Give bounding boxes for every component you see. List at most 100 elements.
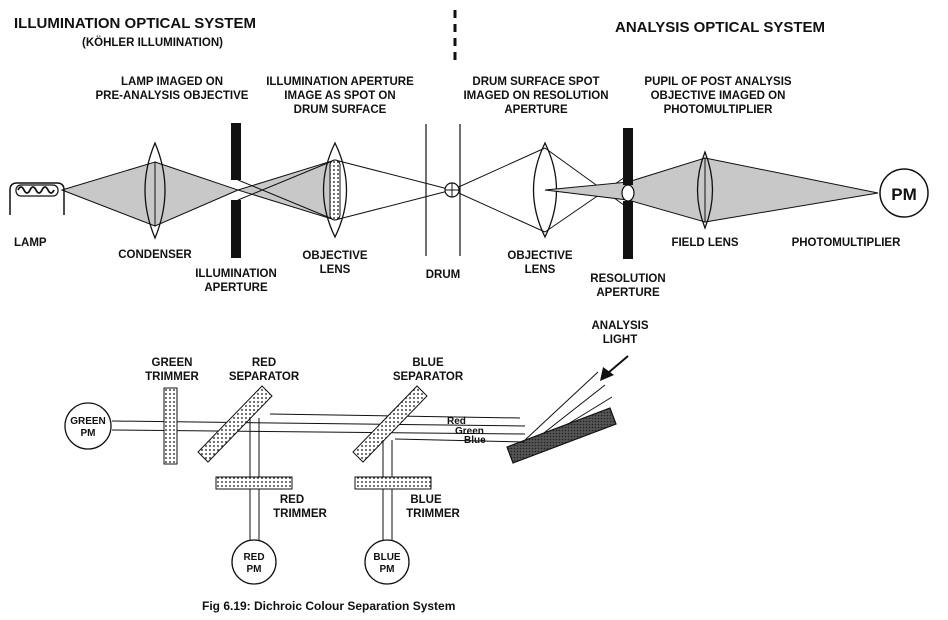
blue-trimmer-filter: [354, 476, 432, 490]
photomultiplier-icon: [879, 168, 929, 218]
objective-lens-1-icon: [322, 141, 348, 239]
red-pm-label-line2: PM: [247, 564, 262, 575]
drum-spot-icon: [444, 182, 460, 198]
blue-beam-line: [394, 438, 526, 443]
svg-text:BLUE: BLUE: [412, 357, 444, 369]
analysis-light-arrow-icon: [600, 355, 629, 381]
objective-lens-1-label: OBJECTIVE LENS: [302, 250, 368, 276]
red-trimmer-label: RED TRIMMER: [273, 494, 327, 520]
lamp-image-spot: [329, 159, 341, 221]
green-pm-label-line1: GREEN: [70, 416, 106, 427]
svg-text:APERTURE: APERTURE: [504, 104, 568, 116]
svg-text:PUPIL OF POST ANALYSIS: PUPIL OF POST ANALYSIS: [644, 76, 792, 88]
illumination-aperture-label: ILLUMINATION APERTURE: [195, 268, 277, 294]
red-separator-label: RED SEPARATOR: [229, 357, 300, 383]
svg-text:TRIMMER: TRIMMER: [273, 508, 327, 520]
resolution-aperture-bar-top: [623, 128, 633, 185]
svg-text:DRUM SURFACE SPOT: DRUM SURFACE SPOT: [472, 76, 599, 88]
ray-line: [237, 159, 336, 201]
svg-text:GREEN: GREEN: [152, 357, 193, 369]
field-lens-to-pm-cone: [704, 157, 879, 223]
illumination-system-title: ILLUMINATION OPTICAL SYSTEM: [14, 15, 256, 32]
svg-text:LAMP IMAGED ON: LAMP IMAGED ON: [121, 76, 223, 88]
lamp-label: LAMP: [14, 237, 47, 249]
condenser-converging-cone: [154, 161, 240, 227]
svg-text:RED: RED: [252, 357, 276, 369]
green-beam-line: [111, 429, 526, 435]
illumination-aperture-bar-bottom: [231, 200, 241, 258]
green-beam-label: Green: [455, 426, 484, 437]
green-pm-label-line2: PM: [81, 428, 96, 439]
red-pm-icon: [231, 539, 277, 585]
illumination-aperture-bar-top: [231, 123, 241, 180]
field-lens-icon: [696, 150, 714, 230]
photomultiplier-label: PHOTOMULTIPLIER: [792, 237, 902, 249]
callout-lamp-imaged: LAMP IMAGED ON PRE-ANALYSIS OBJECTIVE: [96, 76, 249, 102]
svg-text:LIGHT: LIGHT: [603, 334, 638, 346]
ray-line: [451, 189, 546, 233]
kohler-subtitle: (KÖHLER ILLUMINATION): [82, 36, 223, 49]
svg-text:IMAGE AS SPOT ON: IMAGE AS SPOT ON: [284, 90, 395, 102]
field-lens-label: FIELD LENS: [671, 237, 738, 249]
blue-pm-label-line1: BLUE: [373, 552, 401, 563]
red-pm-label-line1: RED: [243, 552, 264, 563]
red-separator-mirror: [197, 385, 273, 463]
drum-label: DRUM: [426, 269, 461, 281]
svg-text:TRIMMER: TRIMMER: [145, 371, 199, 383]
ray-line: [237, 179, 336, 221]
callout-illumination-aperture-image: ILLUMINATION APERTURE IMAGE AS SPOT ON D…: [266, 76, 414, 116]
resolution-aperture-bar-bottom: [623, 201, 633, 259]
svg-text:PRE-ANALYSIS OBJECTIVE: PRE-ANALYSIS OBJECTIVE: [96, 90, 249, 102]
svg-text:LENS: LENS: [525, 264, 556, 276]
svg-text:RESOLUTION: RESOLUTION: [590, 273, 665, 285]
green-trimmer-filter: [163, 387, 178, 465]
objective-lens-2-label: OBJECTIVE LENS: [507, 250, 573, 276]
analysis-light-label: ANALYSIS LIGHT: [591, 320, 648, 346]
lamp-to-condenser-cone: [60, 161, 156, 227]
svg-text:APERTURE: APERTURE: [204, 282, 268, 294]
svg-text:ILLUMINATION APERTURE: ILLUMINATION APERTURE: [266, 76, 414, 88]
svg-text:APERTURE: APERTURE: [596, 287, 660, 299]
aperture-to-objective-cone: [236, 159, 336, 221]
ray-line: [334, 189, 453, 221]
resolution-aperture-label: RESOLUTION APERTURE: [590, 273, 665, 299]
svg-text:IMAGED ON RESOLUTION: IMAGED ON RESOLUTION: [463, 90, 608, 102]
svg-text:SEPARATOR: SEPARATOR: [393, 371, 464, 383]
svg-text:OBJECTIVE IMAGED ON: OBJECTIVE IMAGED ON: [651, 90, 786, 102]
svg-text:RED: RED: [280, 494, 304, 506]
svg-text:BLUE: BLUE: [410, 494, 442, 506]
figure-caption: Fig 6.19: Dichroic Colour Separation Sys…: [202, 599, 455, 613]
svg-text:TRIMMER: TRIMMER: [406, 508, 460, 520]
condenser-label: CONDENSER: [118, 249, 192, 261]
condenser-lens-icon: [144, 141, 166, 240]
blue-pm-label-line2: PM: [380, 564, 395, 575]
pm-label: PM: [891, 185, 917, 204]
beam-splitter-block: [506, 407, 617, 464]
lamp-icon: [9, 182, 65, 215]
svg-text:OBJECTIVE: OBJECTIVE: [302, 250, 368, 262]
red-beam-label: Red: [447, 416, 466, 427]
objective-to-aperture-cone: [544, 181, 629, 201]
callout-pupil: PUPIL OF POST ANALYSIS OBJECTIVE IMAGED …: [644, 76, 792, 116]
green-beam-line: [111, 420, 526, 427]
ray-line: [451, 147, 546, 191]
svg-text:LENS: LENS: [320, 264, 351, 276]
blue-separator-mirror: [352, 385, 428, 463]
callout-drum-surface-spot: DRUM SURFACE SPOT IMAGED ON RESOLUTION A…: [463, 76, 608, 116]
svg-text:OBJECTIVE: OBJECTIVE: [507, 250, 573, 262]
ray-line: [334, 159, 453, 191]
svg-text:PHOTOMULTIPLIER: PHOTOMULTIPLIER: [664, 104, 774, 116]
svg-text:DRUM SURFACE: DRUM SURFACE: [294, 104, 387, 116]
svg-text:SEPARATOR: SEPARATOR: [229, 371, 300, 383]
blue-pm-icon: [364, 539, 410, 585]
objective-lens-2-icon: [532, 141, 558, 239]
red-trimmer-filter: [215, 476, 293, 490]
blue-trimmer-label: BLUE TRIMMER: [406, 494, 460, 520]
green-trimmer-label: GREEN TRIMMER: [145, 357, 199, 383]
blue-separator-label: BLUE SEPARATOR: [393, 357, 464, 383]
svg-text:ILLUMINATION: ILLUMINATION: [195, 268, 277, 280]
aperture-to-field-lens-cone: [627, 157, 706, 223]
analysis-system-title: ANALYSIS OPTICAL SYSTEM: [615, 19, 825, 36]
